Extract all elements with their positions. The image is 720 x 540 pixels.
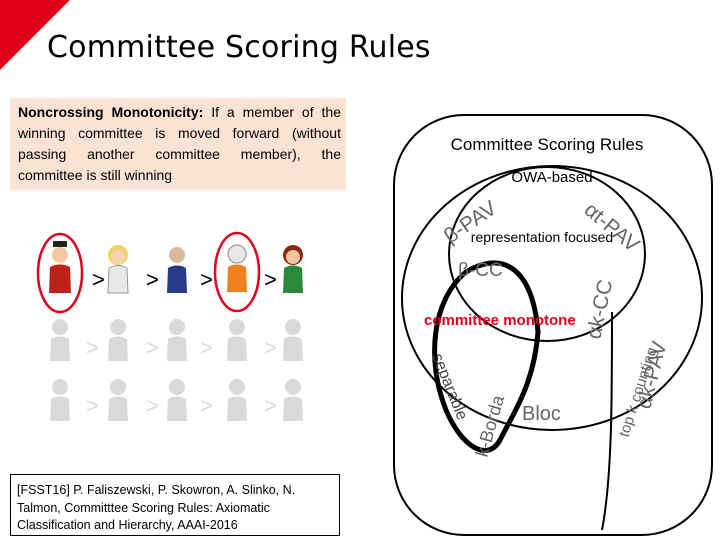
k-borda-label: k-Borda	[472, 392, 509, 459]
page-title: Committee Scoring Rules	[47, 30, 431, 65]
pref-symbol: >	[86, 393, 99, 418]
alpha-t-pav-label: αt-PAV	[580, 198, 644, 257]
pref-symbol: >	[264, 393, 277, 418]
pref-symbol: >	[200, 393, 213, 418]
voter-icon	[167, 379, 187, 421]
bloc-label: Bloc	[522, 403, 561, 425]
pref-symbol: >	[146, 267, 159, 292]
pref-symbol: >	[92, 267, 105, 292]
representation-label: representation focused	[471, 229, 613, 245]
owa-based-region	[401, 165, 703, 431]
voter-row-2: > > > >	[50, 319, 303, 361]
pref-symbol: >	[146, 393, 159, 418]
representation-focused-region	[448, 166, 646, 342]
voter-icon	[167, 319, 187, 361]
highlight-ring-1	[36, 232, 84, 314]
top-k-counting-boundary	[601, 311, 613, 531]
voter-icon	[283, 319, 303, 361]
committee-monotone-label: committee monotone	[424, 312, 576, 329]
candidate-3-icon	[167, 247, 187, 293]
pref-symbol: >	[200, 335, 213, 360]
pref-symbol: >	[264, 267, 277, 292]
committee-scoring-rules-label: Committee Scoring Rules	[451, 135, 644, 154]
candidate-4-icon	[227, 244, 247, 292]
committee-monotone-region	[432, 260, 541, 453]
pref-symbol: >	[200, 267, 213, 292]
candidate-2-icon	[107, 245, 129, 294]
pref-symbol: >	[146, 335, 159, 360]
voter-icon	[50, 319, 70, 361]
committee-scoring-rules-region	[393, 114, 713, 536]
voter-icon	[227, 379, 247, 421]
definition-text: If a member of the winning committee is …	[18, 104, 341, 183]
voter-icon	[283, 379, 303, 421]
voter-icon	[108, 379, 128, 421]
highlight-ring-2	[213, 231, 261, 313]
voter-row-1: > > > >	[36, 231, 303, 314]
definition-box: Noncrossing Monotonicity: If a member of…	[10, 98, 346, 190]
pref-symbol: >	[86, 335, 99, 360]
voter-icon	[108, 319, 128, 361]
voter-row-3: > > > >	[50, 379, 303, 421]
candidate-1-icon	[49, 241, 71, 293]
beta-cc-label: β-CC	[458, 260, 503, 281]
corner-accent	[0, 0, 70, 70]
reference-box: [FSST16] P. Faliszewski, P. Skowron, A. …	[10, 474, 340, 536]
voter-icon	[227, 319, 247, 361]
candidate-5-icon	[283, 245, 303, 293]
owa-based-label: OWA-based	[511, 169, 592, 186]
definition-term: Noncrossing Monotonicity:	[18, 104, 204, 120]
pref-symbol: >	[264, 335, 277, 360]
voter-icon	[50, 379, 70, 421]
